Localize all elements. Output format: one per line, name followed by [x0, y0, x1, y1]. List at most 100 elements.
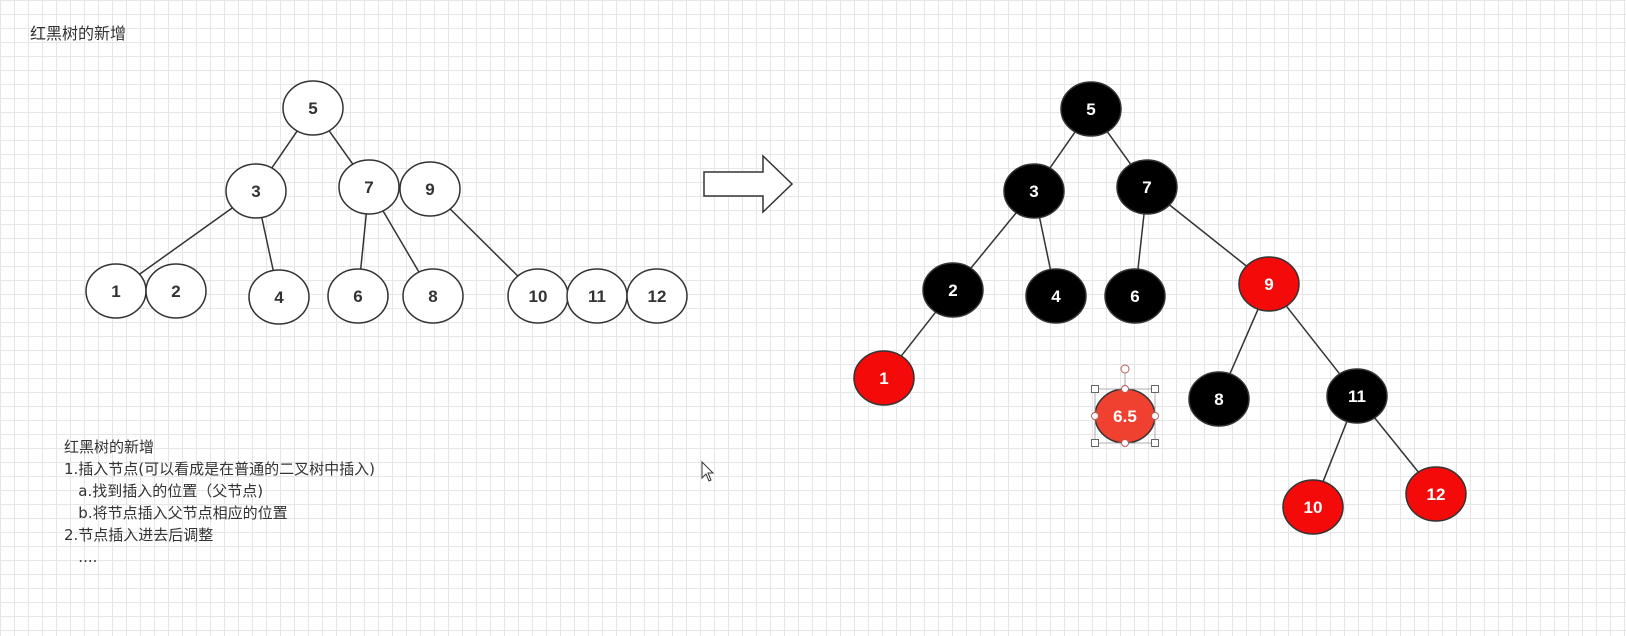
node-label: 12 — [648, 287, 667, 306]
node-label: 1 — [111, 282, 120, 301]
tree-node-1[interactable]: 1 — [85, 263, 147, 319]
tree-edge — [271, 130, 298, 169]
node-circle — [145, 263, 207, 319]
node-circle — [1238, 256, 1300, 312]
right-arrow-icon[interactable] — [703, 154, 794, 214]
resize-handle-corner[interactable] — [1091, 439, 1099, 447]
tree-node-4[interactable]: 4 — [1025, 268, 1087, 324]
node-label: 2 — [171, 282, 180, 301]
node-circle — [1282, 479, 1344, 535]
node-circle — [338, 159, 400, 215]
tree-node-9[interactable]: 9 — [1238, 256, 1300, 312]
node-label: 10 — [529, 287, 548, 306]
right-tree-nodes: 5 3 7 2 4 6 9 1 6.5 8 11 10 12 — [853, 81, 1467, 535]
resize-handle-edge[interactable] — [1091, 412, 1099, 420]
tree-node-3[interactable]: 3 — [225, 163, 287, 219]
tree-node-3[interactable]: 3 — [1003, 163, 1065, 219]
tree-node-11[interactable]: 11 — [566, 268, 628, 324]
tree-node-12[interactable]: 12 — [626, 268, 688, 324]
node-circle — [399, 161, 461, 217]
resize-handle-corner[interactable] — [1151, 385, 1159, 393]
tree-node-7[interactable]: 7 — [338, 159, 400, 215]
tree-node-1[interactable]: 1 — [853, 350, 915, 406]
tree-edge — [449, 208, 519, 277]
tree-edge — [1285, 305, 1341, 375]
tree-node-8[interactable]: 8 — [1188, 371, 1250, 427]
node-label: 7 — [364, 178, 373, 197]
tree-edge — [970, 212, 1017, 269]
node-label: 9 — [425, 180, 434, 199]
node-label: 1 — [879, 369, 888, 388]
node-label: 2 — [948, 281, 957, 300]
notes-line: a.找到插入的位置（父节点) — [64, 482, 264, 500]
node-label: 12 — [1427, 485, 1446, 504]
right-tree-edges — [900, 131, 1419, 482]
rotate-handle[interactable] — [1120, 364, 1130, 374]
node-label: 11 — [588, 287, 606, 306]
tree-edge — [1038, 217, 1052, 270]
node-circle — [327, 268, 389, 324]
node-circle — [1326, 368, 1388, 424]
tree-node-6-5[interactable]: 6.5 — [1094, 388, 1156, 444]
resize-handle-corner[interactable] — [1151, 439, 1159, 447]
tree-edge — [1322, 421, 1348, 482]
tree-node-7[interactable]: 7 — [1116, 159, 1178, 215]
node-label: 3 — [1029, 182, 1038, 201]
node-label: 6.5 — [1113, 407, 1137, 426]
tree-node-10[interactable]: 10 — [1282, 479, 1344, 535]
notes-line: b.将节点插入父节点相应的位置 — [64, 504, 288, 522]
tree-node-10[interactable]: 10 — [507, 268, 569, 324]
node-label: 9 — [1264, 275, 1273, 294]
selection-box[interactable] — [1091, 364, 1159, 447]
node-circle — [626, 268, 688, 324]
page-title: 红黑树的新增 — [30, 24, 127, 43]
tree-node-2[interactable]: 2 — [922, 262, 984, 318]
tree-node-8[interactable]: 8 — [402, 268, 464, 324]
notes-text-block[interactable]: 红黑树的新增 1.插入节点(可以看成是在普通的二叉树中插入) a.找到插入的位置… — [64, 436, 375, 568]
node-circle — [1104, 268, 1166, 324]
tree-node-6[interactable]: 6 — [1104, 268, 1166, 324]
tree-edge — [359, 213, 368, 270]
left-tree-edges — [139, 130, 519, 277]
tree-edge — [382, 210, 420, 273]
tree-node-11[interactable]: 11 — [1326, 368, 1388, 424]
node-circle — [1003, 163, 1065, 219]
node-circle — [225, 163, 287, 219]
notes-line: 2.节点插入进去后调整 — [64, 526, 214, 544]
resize-handle-edge[interactable] — [1151, 412, 1159, 420]
node-label: 8 — [1214, 390, 1223, 409]
tree-node-6[interactable]: 6 — [327, 268, 389, 324]
node-circle — [248, 269, 310, 325]
tree-edge — [1106, 131, 1132, 165]
tree-edge — [1169, 204, 1247, 267]
tree-node-5[interactable]: 5 — [282, 80, 344, 136]
node-label: 7 — [1142, 178, 1151, 197]
notes-line: 红黑树的新增 — [64, 438, 155, 456]
node-circle — [282, 80, 344, 136]
node-label: 5 — [1086, 100, 1095, 119]
resize-handle-edge[interactable] — [1121, 385, 1129, 393]
tree-node-12[interactable]: 12 — [1405, 466, 1467, 522]
tree-node-4[interactable]: 4 — [248, 269, 310, 325]
tree-edge — [328, 130, 354, 165]
node-circle — [402, 268, 464, 324]
tree-node-5[interactable]: 5 — [1060, 81, 1122, 137]
tree-edge — [1229, 308, 1259, 375]
resize-handle-edge[interactable] — [1121, 439, 1129, 447]
node-circle — [1188, 371, 1250, 427]
node-label: 4 — [1051, 287, 1061, 306]
node-circle — [1405, 466, 1467, 522]
tree-node-9[interactable]: 9 — [399, 161, 461, 217]
tree-edge — [1049, 131, 1076, 169]
node-label: 6 — [353, 287, 362, 306]
node-label: 10 — [1304, 498, 1323, 517]
resize-handle-corner[interactable] — [1091, 385, 1099, 393]
tree-edge — [139, 207, 233, 275]
notes-line: 1.插入节点(可以看成是在普通的二叉树中插入) — [64, 460, 376, 478]
node-label: 8 — [428, 287, 437, 306]
tree-node-2[interactable]: 2 — [145, 263, 207, 319]
node-circle — [1025, 268, 1087, 324]
tree-edge — [1137, 213, 1145, 270]
